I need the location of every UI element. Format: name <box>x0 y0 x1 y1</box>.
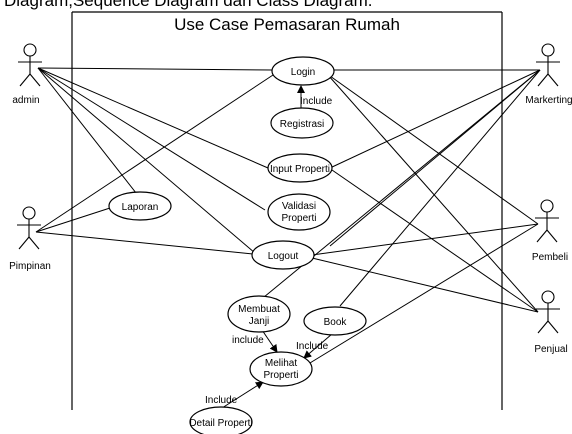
usecase-membuat-janji-label-2: Janji <box>249 316 270 327</box>
usecase-laporan-label: Laporan <box>122 202 159 213</box>
usecase-book[interactable]: Book <box>303 306 367 336</box>
include-arrows <box>221 85 333 409</box>
actor-marketing[interactable]: Markerting <box>525 43 572 106</box>
usecase-registrasi-label: Registrasi <box>280 119 324 130</box>
usecase-validasi-properti[interactable]: Validasi Properti <box>267 193 331 231</box>
usecase-laporan[interactable]: Laporan <box>108 191 172 221</box>
actor-marketing-figure <box>536 43 560 87</box>
system-title: Use Case Pemasaran Rumah <box>174 15 400 34</box>
include-label-registrasi: Include <box>300 96 333 107</box>
actor-penjual[interactable]: Penjual <box>534 290 568 355</box>
usecase-logout[interactable]: Logout <box>251 240 315 270</box>
include-label-book: Include <box>296 341 329 352</box>
usecase-melihat-properti[interactable]: Melihat Properti <box>249 351 313 387</box>
usecase-melihat-label-2: Properti <box>263 370 298 381</box>
usecase-input-properti-label: Input Properti <box>270 164 330 175</box>
usecase-input-properti[interactable]: Input Properti <box>267 153 333 183</box>
usecase-validasi-label-1: Validasi <box>282 201 316 212</box>
usecase-membuat-janji[interactable]: Membuat Janji <box>227 295 291 333</box>
actor-admin-figure <box>18 43 42 87</box>
usecase-login-label: Login <box>291 67 315 78</box>
include-label-detail: Include <box>205 395 238 406</box>
usecase-book-label: Book <box>324 317 348 328</box>
header-partial-text: Diagram,Sequence Diagram dan Class Diagr… <box>4 0 373 10</box>
actor-pembeli[interactable]: Pembeli <box>532 199 568 263</box>
actor-pimpinan[interactable]: Pimpinan <box>9 206 51 272</box>
usecase-registrasi[interactable]: Registrasi <box>270 107 334 139</box>
actor-pembeli-label: Pembeli <box>532 252 568 263</box>
usecase-login[interactable]: Login <box>271 56 335 86</box>
association-lines <box>35 67 541 367</box>
usecase-validasi-label-2: Properti <box>281 213 316 224</box>
actor-penjual-figure <box>536 290 560 334</box>
usecase-detail-properti[interactable]: Detail Properti <box>189 406 253 434</box>
actor-penjual-label: Penjual <box>534 344 567 355</box>
actor-admin[interactable]: admin <box>12 43 42 106</box>
actor-admin-label: admin <box>12 95 39 106</box>
include-label-membuat-janji: include <box>232 335 264 346</box>
usecase-detail-properti-label: Detail Properti <box>189 418 252 429</box>
actor-pembeli-figure <box>535 199 559 243</box>
actor-pimpinan-figure <box>17 206 41 250</box>
system-boundary <box>71 11 503 410</box>
usecase-membuat-janji-label-1: Membuat <box>238 304 280 315</box>
actor-marketing-label: Markerting <box>525 95 572 106</box>
usecase-logout-label: Logout <box>268 251 299 262</box>
usecase-melihat-label-1: Melihat <box>265 358 297 369</box>
actor-pimpinan-label: Pimpinan <box>9 261 51 272</box>
